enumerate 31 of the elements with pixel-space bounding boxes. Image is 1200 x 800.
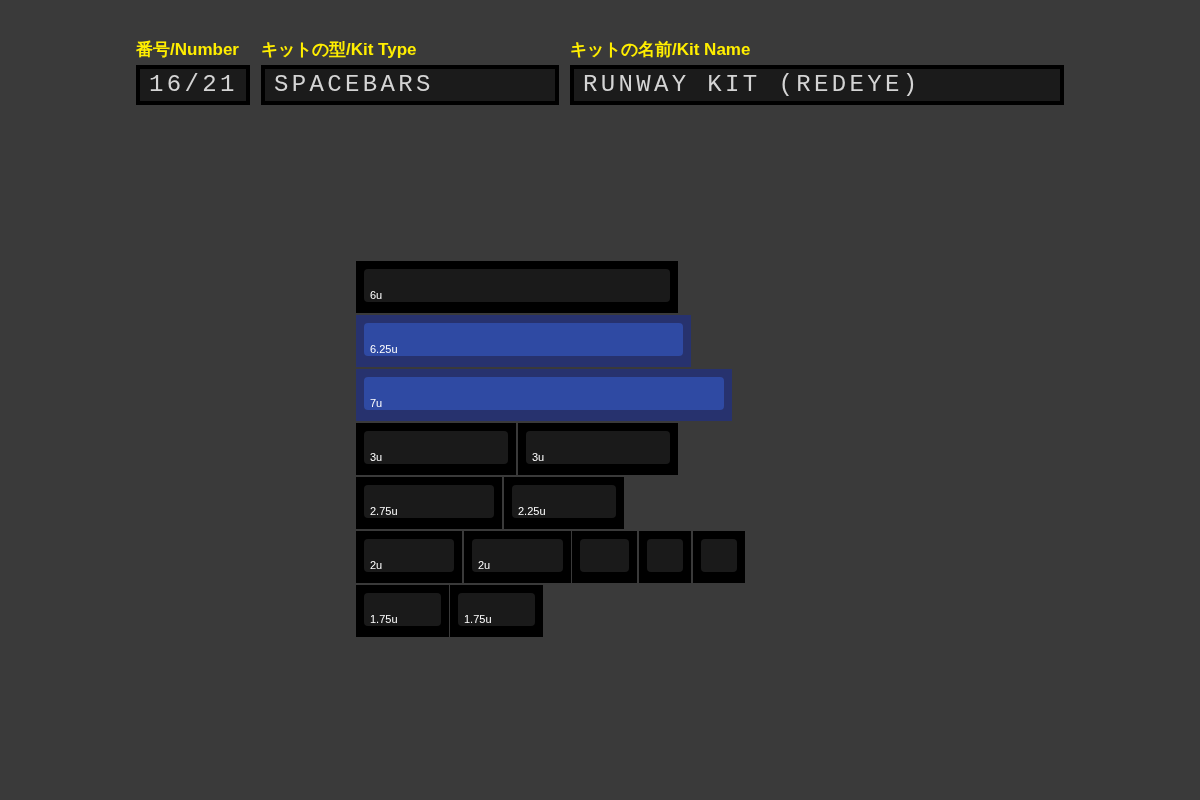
- size-label: 1.75u: [464, 613, 492, 625]
- field-label: キットの名前/Kit Name: [570, 40, 751, 60]
- keycap: [693, 531, 745, 583]
- keycap: [572, 531, 637, 583]
- display-value: SPACEBARS: [274, 73, 434, 97]
- size-label: 3u: [532, 451, 545, 463]
- keycap: [356, 261, 678, 313]
- display-value: 16/21: [149, 73, 238, 97]
- size-label: 1.75u: [370, 613, 398, 625]
- keycap: [356, 477, 502, 529]
- size-label: 7u: [370, 397, 383, 409]
- keycap: [464, 531, 571, 583]
- keycap: [356, 369, 732, 421]
- keycap: [356, 531, 462, 583]
- keycap: [639, 531, 691, 583]
- keycap: [356, 315, 691, 367]
- size-label: 2.75u: [370, 505, 398, 517]
- size-label: 2u: [370, 559, 383, 571]
- size-label: 2.25u: [518, 505, 546, 517]
- display-value: RUNWAY KIT (REDEYE): [583, 73, 921, 97]
- keycap: [450, 585, 543, 637]
- keycap: [504, 477, 624, 529]
- keycap: [518, 423, 678, 475]
- keycap: [356, 423, 516, 475]
- field-label: キットの型/Kit Type: [261, 40, 417, 60]
- size-label: 6u: [370, 289, 383, 301]
- size-label: 2u: [478, 559, 491, 571]
- size-label: 6.25u: [370, 343, 398, 355]
- size-label: 3u: [370, 451, 383, 463]
- field-label: 番号/Number: [136, 40, 239, 60]
- keycap: [356, 585, 449, 637]
